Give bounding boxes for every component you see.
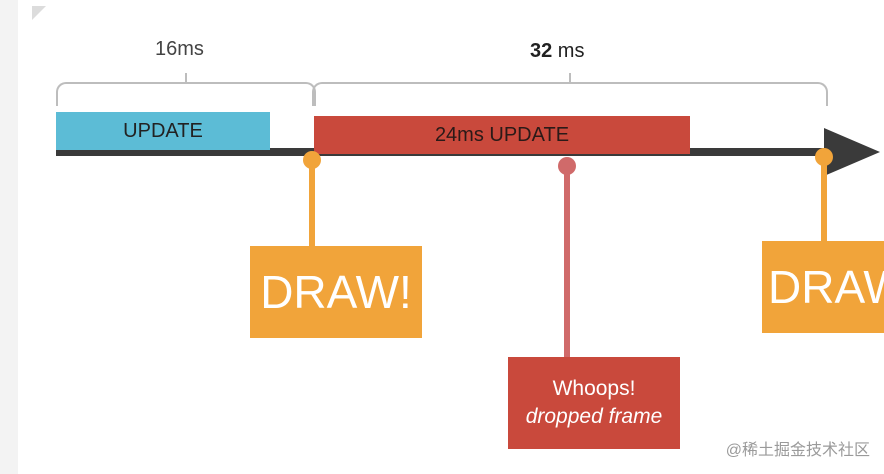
- timeline-arrowhead: [824, 128, 880, 176]
- label-32-number: 32: [530, 40, 553, 62]
- draw-box-2: DRAW!: [762, 241, 884, 333]
- label-16ms: 16ms: [155, 38, 204, 60]
- draw1-marker: [303, 151, 321, 169]
- label-32ms: 32 ms: [530, 40, 584, 63]
- dropped-frame-label: dropped frame: [525, 405, 663, 428]
- whoops-marker: [558, 157, 576, 175]
- update-24ms-bar: 24ms UPDATE: [314, 116, 690, 154]
- draw2-marker: [815, 148, 833, 166]
- whoops-label: Whoops!: [552, 377, 636, 400]
- bracket-16ms: [56, 73, 316, 106]
- whoops-connector: [564, 170, 570, 360]
- bracket-32ms: [312, 73, 828, 106]
- draw2-connector: [821, 160, 827, 242]
- draw-box-1: DRAW!: [250, 246, 422, 338]
- dropped-frame-box: Whoops! dropped frame: [508, 357, 680, 449]
- label-32-unit: ms: [552, 40, 585, 62]
- corner-mark: [32, 6, 46, 20]
- watermark: @稀土掘金技术社区: [725, 442, 870, 459]
- update-bar: UPDATE: [56, 112, 270, 150]
- draw1-connector: [309, 160, 315, 248]
